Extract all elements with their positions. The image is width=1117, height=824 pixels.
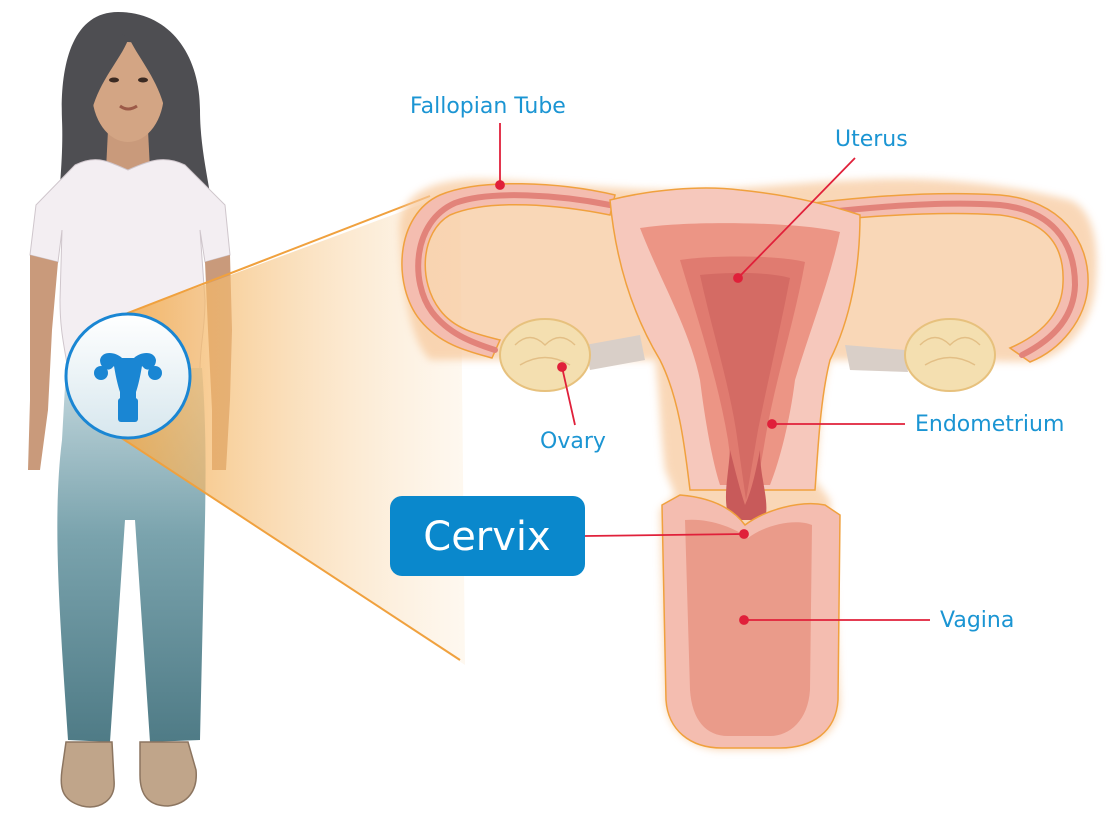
ovary-right	[905, 319, 995, 391]
vagina-dot	[740, 616, 748, 624]
cervix-label: Cervix	[423, 514, 550, 560]
cervix-callout: Cervix	[390, 496, 585, 576]
ovary-left	[500, 319, 590, 391]
vagina-label: Vagina	[940, 608, 1014, 633]
left-shoe	[61, 742, 114, 807]
endometrium-label: Endometrium	[915, 412, 1064, 437]
ovary-label: Ovary	[540, 429, 606, 454]
fallopian-tube-dot	[496, 181, 504, 189]
endometrium-dot	[768, 420, 776, 428]
uterus-dot	[734, 274, 742, 282]
fallopian-tube-label: Fallopian Tube	[410, 94, 566, 119]
ovary-dot	[558, 363, 566, 371]
uterus-label: Uterus	[835, 127, 908, 152]
uterus-badge	[66, 314, 190, 438]
right-shoe	[140, 742, 196, 806]
cervix-dot	[740, 530, 748, 538]
uterus-diagram	[400, 179, 1097, 750]
